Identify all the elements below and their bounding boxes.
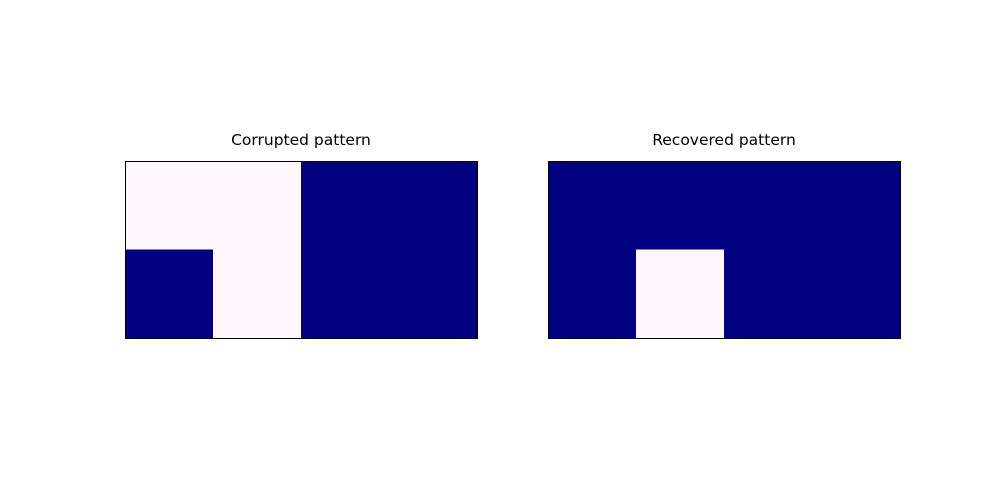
recovered-pattern-cells xyxy=(548,161,901,339)
recovered-pattern-cell-r0-c1 xyxy=(636,161,725,250)
recovered-pattern-title: Recovered pattern xyxy=(652,131,796,149)
recovered-pattern-cell-r0-c2 xyxy=(724,161,813,250)
recovered-pattern-panel: Recovered pattern xyxy=(548,131,901,339)
corrupted-pattern-frame xyxy=(125,161,478,339)
corrupted-pattern-cell-r1-c1 xyxy=(213,249,302,339)
corrupted-pattern-cells xyxy=(125,161,478,339)
corrupted-pattern-cell-r0-c3 xyxy=(389,161,478,250)
corrupted-pattern-cell-r0-c2 xyxy=(301,161,390,250)
corrupted-pattern-panel: Corrupted pattern xyxy=(125,131,478,339)
corrupted-pattern-cell-r1-c3 xyxy=(389,249,478,339)
corrupted-pattern-title: Corrupted pattern xyxy=(231,131,371,149)
corrupted-pattern-cell-r1-c0 xyxy=(125,249,214,339)
recovered-pattern-cell-r1-c2 xyxy=(724,249,813,339)
recovered-pattern-cell-r1-c0 xyxy=(548,249,637,339)
recovered-pattern-cell-r0-c3 xyxy=(812,161,901,250)
corrupted-pattern-cell-r0-c1 xyxy=(213,161,302,250)
corrupted-pattern-cell-r0-c0 xyxy=(125,161,214,250)
recovered-pattern-cell-r1-c3 xyxy=(812,249,901,339)
recovered-pattern-cell-r1-c1 xyxy=(636,249,725,339)
recovered-pattern-cell-r0-c0 xyxy=(548,161,637,250)
recovered-pattern-frame xyxy=(548,161,901,339)
corrupted-pattern-cell-r1-c2 xyxy=(301,249,390,339)
